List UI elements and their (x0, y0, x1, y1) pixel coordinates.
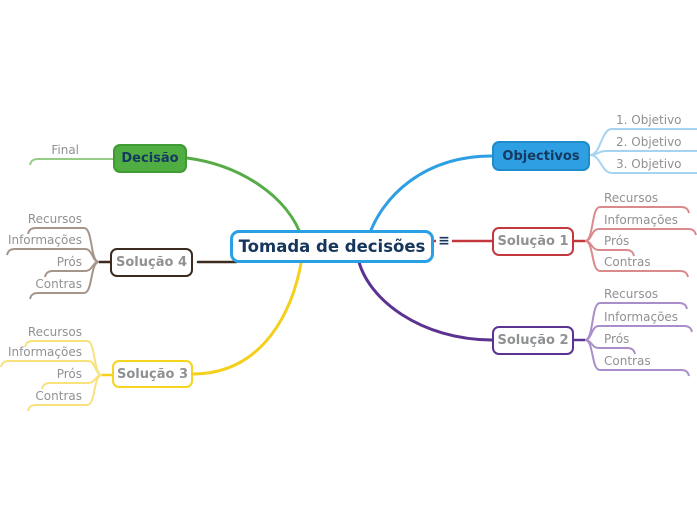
child-sol2-informacoes[interactable]: Informações (604, 310, 679, 324)
branch-line-objectivos (366, 154, 494, 240)
child-line-objetivo3 (589, 154, 697, 174)
child-line-sol4-recursos (27, 227, 100, 263)
node-decisao[interactable]: Decisão (113, 144, 187, 173)
child-sol3-informacoes[interactable]: Informações (7, 345, 82, 359)
child-sol2-contras[interactable]: Contras (604, 354, 651, 368)
child-line-sol2-informacoes (584, 325, 693, 341)
child-line-sol1-contras (584, 240, 689, 278)
node-solucao-1[interactable]: Solução 1 (492, 227, 574, 256)
child-sol4-informacoes[interactable]: Informações (7, 233, 82, 247)
node-solucao-3[interactable]: Solução 3 (112, 360, 193, 388)
node-objectivos[interactable]: Objectivos (492, 141, 590, 171)
child-line-sol3-recursos (24, 340, 103, 376)
child-line-sol3-pros (41, 374, 103, 390)
branch-line-solucao3 (192, 256, 304, 376)
node-solucao-2[interactable]: Solução 2 (492, 326, 574, 355)
child-sol4-recursos[interactable]: Recursos (27, 212, 82, 226)
child-sol4-contras[interactable]: Contras (35, 277, 82, 291)
child-sol1-informacoes[interactable]: Informações (604, 213, 679, 227)
child-final[interactable]: Final (51, 143, 79, 157)
child-line-final (29, 158, 113, 166)
child-line-sol4-pros (44, 261, 100, 278)
child-sol1-pros[interactable]: Prós (604, 234, 630, 248)
node-menu-icon[interactable]: ≡ (436, 234, 452, 249)
child-sol1-recursos[interactable]: Recursos (604, 191, 659, 205)
child-line-sol3-contras (27, 374, 103, 412)
node-solucao-4[interactable]: Solução 4 (110, 248, 193, 277)
child-line-sol2-contras (584, 339, 690, 377)
child-line-objetivo2 (589, 150, 697, 156)
branch-line-decisao (185, 156, 304, 240)
child-line-sol4-contras (29, 261, 100, 300)
child-line-sol3-informacoes (0, 360, 103, 376)
child-objetivo-3[interactable]: 3. Objetivo (616, 157, 682, 171)
child-sol4-pros[interactable]: Prós (56, 255, 82, 269)
child-line-sol2-pros (584, 339, 636, 355)
child-sol3-recursos[interactable]: Recursos (27, 325, 82, 339)
child-line-sol1-informacoes (584, 228, 697, 242)
child-sol3-contras[interactable]: Contras (35, 389, 82, 403)
child-objetivo-2[interactable]: 2. Objetivo (616, 135, 682, 149)
child-sol1-contras[interactable]: Contras (604, 255, 651, 269)
child-line-sol2-recursos (584, 302, 688, 341)
child-sol2-recursos[interactable]: Recursos (604, 287, 659, 301)
child-line-sol4-informacoes (6, 248, 100, 263)
child-line-sol1-recursos (584, 206, 690, 242)
branch-line-solucao2 (356, 256, 494, 342)
child-sol3-pros[interactable]: Prós (56, 367, 82, 381)
child-objetivo-1[interactable]: 1. Objetivo (616, 113, 682, 127)
node-central-topic[interactable]: Tomada de decisões (230, 230, 434, 263)
child-sol2-pros[interactable]: Prós (604, 332, 630, 346)
